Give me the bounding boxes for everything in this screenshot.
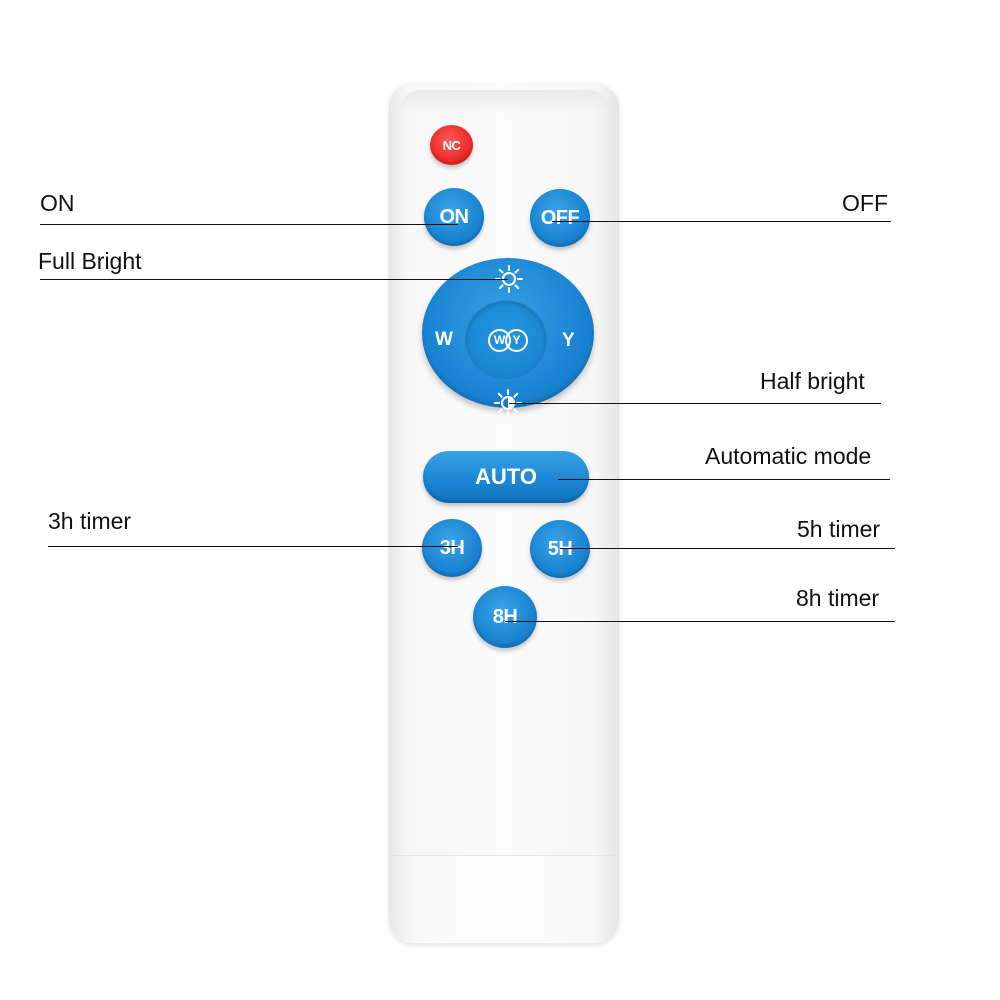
nc-button[interactable]: NC: [430, 125, 473, 165]
auto-button-label: AUTO: [475, 464, 537, 489]
warm-white-label[interactable]: W: [435, 329, 453, 350]
callout-line-full-bright: [40, 279, 508, 280]
yellow-light-label[interactable]: Y: [562, 330, 575, 351]
auto-button[interactable]: AUTO: [423, 451, 589, 503]
callout-label-3h-timer: 3h timer: [48, 508, 132, 534]
remote-ir-tip: [400, 90, 609, 114]
timer-3h-label: 3H: [439, 536, 465, 559]
on-button[interactable]: ON: [424, 188, 484, 246]
callout-line-half-bright: [509, 403, 881, 404]
callout-label-5h-timer: 5h timer: [797, 516, 881, 542]
callout-label-8h-timer: 8h timer: [796, 585, 880, 611]
wy-y-glyph: Y: [505, 328, 528, 352]
callout-label-automatic-mode: Automatic mode: [705, 443, 872, 469]
callout-line-8h-timer: [505, 621, 895, 622]
nc-button-label: NC: [442, 137, 461, 153]
timer-3h-button[interactable]: 3H: [422, 519, 482, 577]
wy-symbol: W Y: [483, 326, 533, 354]
callout-line-3h-timer: [48, 546, 458, 547]
callout-label-on: ON: [40, 190, 75, 216]
callout-line-automatic-mode: [558, 479, 890, 480]
battery-cover: [392, 855, 616, 942]
callout-label-full-bright: Full Bright: [38, 248, 142, 274]
callout-label-half-bright: Half bright: [760, 368, 865, 394]
off-button[interactable]: OFF: [530, 189, 590, 247]
timer-5h-button[interactable]: 5H: [530, 520, 590, 578]
timer-8h-button[interactable]: 8H: [473, 586, 537, 648]
off-button-label: OFF: [540, 206, 580, 229]
callout-line-on: [40, 224, 458, 225]
callout-line-5h-timer: [560, 548, 895, 549]
callout-label-off: OFF: [842, 190, 888, 216]
callout-line-off: [552, 221, 891, 222]
on-button-label: ON: [439, 205, 470, 228]
timer-5h-label: 5H: [547, 537, 573, 560]
timer-8h-label: 8H: [492, 605, 518, 628]
